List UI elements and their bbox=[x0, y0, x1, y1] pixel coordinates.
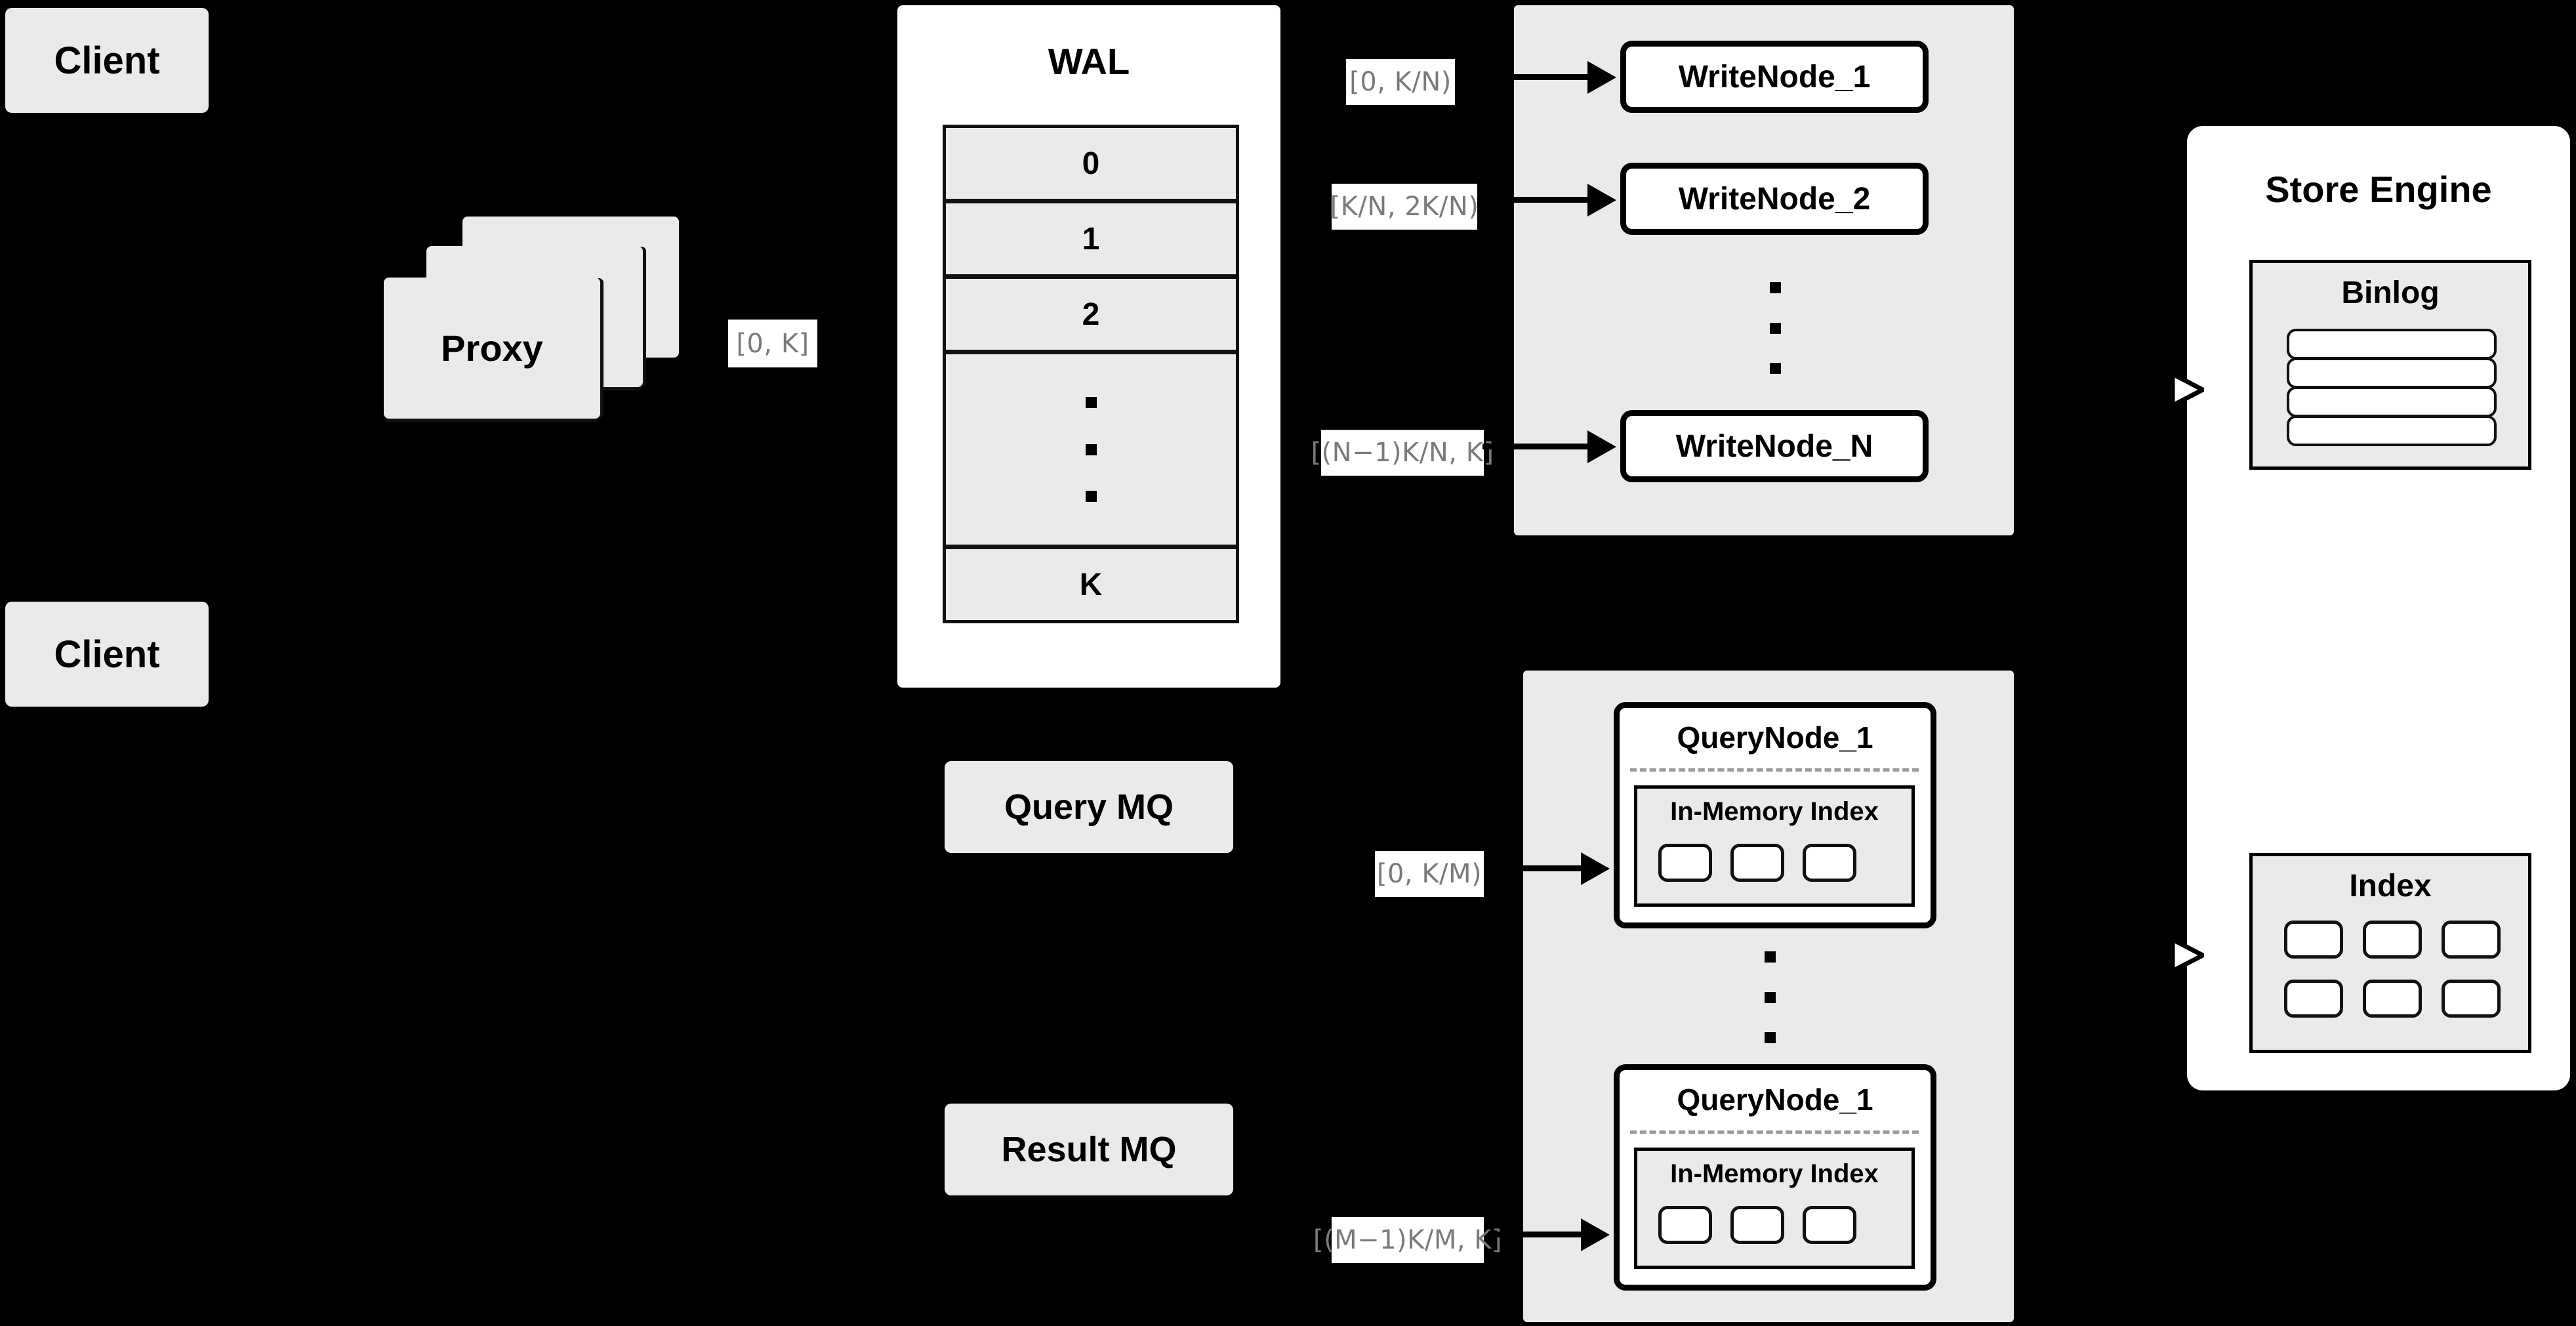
index-chip bbox=[1658, 844, 1712, 882]
tag-text: [(N−1)K/N, K] bbox=[1311, 438, 1494, 468]
wal-row-1: 1 bbox=[943, 200, 1239, 278]
ellipsis-dot bbox=[1085, 397, 1097, 408]
query-node-divider bbox=[1630, 1130, 1919, 1134]
arrow-head-query-m bbox=[1581, 1218, 1610, 1251]
store-engine-title: Store Engine bbox=[2265, 168, 2492, 210]
binlog-row bbox=[2287, 386, 2497, 417]
client-label: Client bbox=[54, 632, 160, 676]
index-box: Index bbox=[2249, 853, 2531, 1053]
binlog-row bbox=[2287, 329, 2497, 360]
binlog-row bbox=[2287, 415, 2497, 446]
arrow-head-write-2 bbox=[1587, 184, 1616, 217]
tag-write-node-1: [0, K/N) bbox=[1346, 59, 1455, 105]
tag-text: [K/N, 2K/N) bbox=[1330, 192, 1479, 222]
in-memory-index-m: In-Memory Index bbox=[1634, 1148, 1915, 1269]
store-engine-panel: Store Engine Binlog Index bbox=[2187, 126, 2570, 1090]
wal-row-label: K bbox=[1079, 567, 1103, 602]
write-node-1[interactable]: WriteNode_1 bbox=[1620, 41, 1929, 113]
write-node-label: WriteNode_N bbox=[1675, 428, 1873, 464]
write-cluster-ellipsis bbox=[1768, 282, 1782, 374]
index-chip bbox=[2442, 980, 2501, 1018]
index-chip bbox=[2284, 921, 2343, 959]
query-node-1[interactable]: QueryNode_1 In-Memory Index bbox=[1614, 702, 1936, 928]
ellipsis-dot bbox=[1769, 363, 1781, 374]
arrow-line-to-binlog bbox=[2135, 387, 2175, 392]
arrow-head-write-1 bbox=[1587, 61, 1616, 94]
arrow-head-to-binlog bbox=[2171, 371, 2204, 408]
wal-title: WAL bbox=[1048, 40, 1130, 82]
wal-row-label: 0 bbox=[1082, 146, 1100, 181]
index-chip bbox=[2442, 921, 2501, 959]
ellipsis-dot bbox=[1085, 444, 1097, 455]
binlog-title: Binlog bbox=[2341, 275, 2440, 310]
index-chip bbox=[1658, 1206, 1712, 1244]
index-chip bbox=[1803, 1206, 1856, 1244]
index-chip bbox=[2363, 921, 2422, 959]
query-mq-box[interactable]: Query MQ bbox=[945, 761, 1233, 853]
arrow-line-to-index bbox=[2135, 953, 2175, 957]
tag-query-node-m: [(M−1)K/M, K] bbox=[1313, 1217, 1502, 1263]
index-chip bbox=[1803, 844, 1856, 882]
write-node-label: WriteNode_1 bbox=[1678, 59, 1871, 94]
tag-text: [(M−1)K/M, K] bbox=[1313, 1225, 1503, 1255]
tag-text: [0, K] bbox=[736, 328, 809, 359]
binlog-row bbox=[2287, 358, 2497, 388]
in-memory-index-title: In-Memory Index bbox=[1670, 797, 1879, 826]
index-title: Index bbox=[2349, 868, 2432, 903]
tag-text: [0, K/M) bbox=[1376, 859, 1482, 889]
query-cluster-ellipsis bbox=[1763, 951, 1776, 1043]
tag-text: [0, K/N) bbox=[1349, 67, 1452, 97]
ellipsis-dot bbox=[1769, 282, 1781, 293]
proxy-stack-front[interactable]: Proxy bbox=[384, 278, 600, 419]
index-chip bbox=[1730, 844, 1784, 882]
binlog-box: Binlog bbox=[2249, 260, 2531, 470]
ellipsis-dot bbox=[1764, 951, 1776, 963]
wal-row-0: 0 bbox=[943, 125, 1239, 202]
arrow-head-write-n bbox=[1587, 430, 1616, 463]
tag-write-node-2: [K/N, 2K/N) bbox=[1330, 184, 1479, 230]
ellipsis-dot bbox=[1085, 491, 1097, 502]
in-memory-index-1: In-Memory Index bbox=[1634, 785, 1915, 907]
tag-proxy-to-wal: [0, K] bbox=[728, 320, 817, 367]
tag-write-node-n: [(N−1)K/N, K] bbox=[1311, 430, 1494, 476]
write-node-label: WriteNode_2 bbox=[1678, 181, 1871, 217]
client-box-2[interactable]: Client bbox=[5, 602, 209, 707]
ellipsis-dot bbox=[1769, 322, 1781, 334]
wal-row-2: 2 bbox=[943, 276, 1239, 353]
query-node-m[interactable]: QueryNode_1 In-Memory Index bbox=[1614, 1064, 1936, 1291]
index-chip bbox=[2363, 980, 2422, 1018]
arrow-line-write-n bbox=[1482, 444, 1587, 449]
arrow-line-query-1 bbox=[1488, 865, 1581, 871]
query-node-title: QueryNode_1 bbox=[1677, 1083, 1873, 1117]
arrow-head-to-index bbox=[2171, 937, 2204, 974]
wal-row-k: K bbox=[943, 546, 1239, 623]
query-node-divider bbox=[1630, 768, 1919, 772]
result-mq-box[interactable]: Result MQ bbox=[945, 1104, 1233, 1195]
arrow-line-write-2 bbox=[1480, 197, 1587, 203]
proxy-label: Proxy bbox=[441, 327, 543, 369]
ellipsis-dot bbox=[1764, 991, 1776, 1003]
in-memory-index-title: In-Memory Index bbox=[1670, 1159, 1879, 1188]
index-chip bbox=[2284, 980, 2343, 1018]
query-node-title: QueryNode_1 bbox=[1677, 720, 1873, 755]
ellipsis-dot bbox=[1764, 1032, 1776, 1043]
arrow-line-write-1 bbox=[1463, 74, 1587, 80]
arrow-line-query-m bbox=[1488, 1232, 1581, 1237]
wal-row-ellipsis bbox=[943, 351, 1239, 548]
write-node-2[interactable]: WriteNode_2 bbox=[1620, 163, 1929, 235]
client-box-1[interactable]: Client bbox=[5, 8, 209, 113]
wal-vertical-ellipsis bbox=[1085, 397, 1097, 502]
wal-row-label: 2 bbox=[1082, 297, 1100, 332]
tag-query-node-1: [0, K/M) bbox=[1375, 851, 1484, 897]
arrow-head-query-1 bbox=[1581, 852, 1610, 885]
write-node-n[interactable]: WriteNode_N bbox=[1620, 410, 1929, 482]
proxy-stack[interactable]: Proxy bbox=[384, 217, 692, 433]
result-mq-label: Result MQ bbox=[1001, 1130, 1177, 1169]
client-label: Client bbox=[54, 39, 160, 82]
wal-row-label: 1 bbox=[1082, 221, 1100, 257]
query-mq-label: Query MQ bbox=[1004, 787, 1174, 827]
index-chip bbox=[1730, 1206, 1784, 1244]
